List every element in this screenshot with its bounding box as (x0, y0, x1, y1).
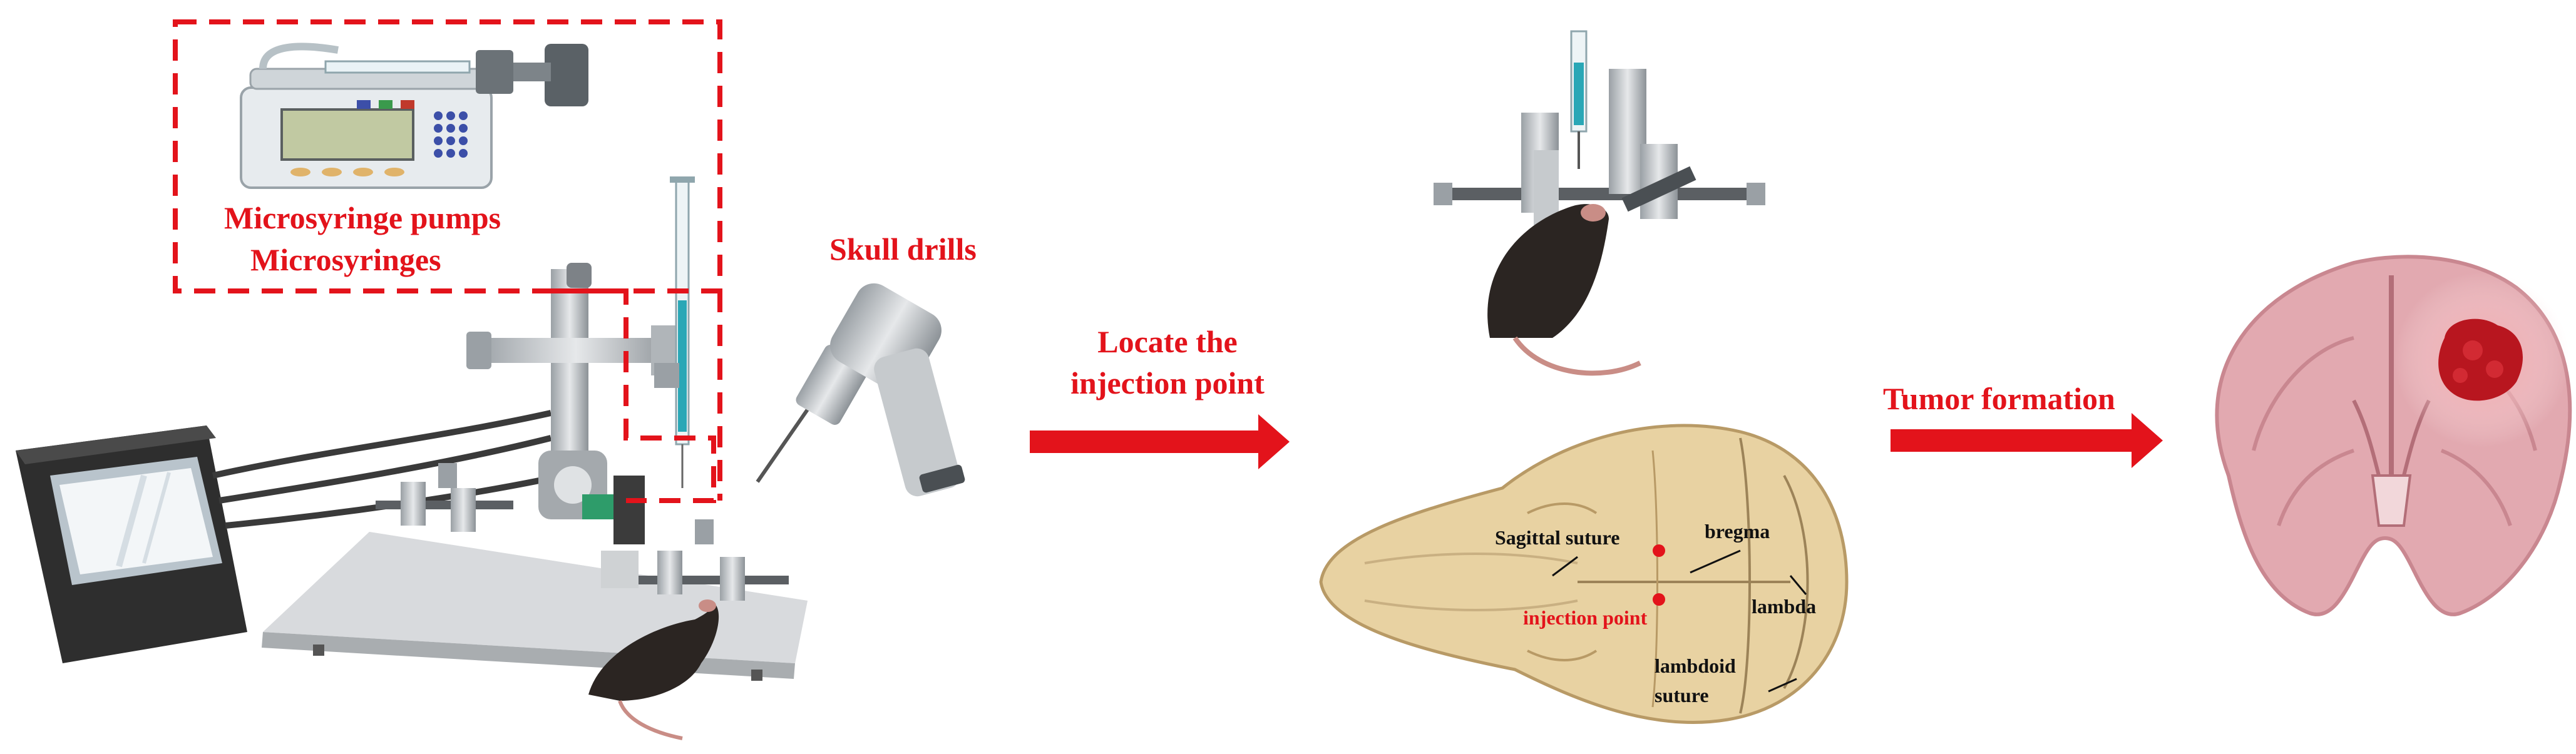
ear-bar-left (376, 463, 513, 532)
label-injection-point-skull: injection point (1523, 606, 1648, 629)
base-platform (262, 532, 808, 681)
mouse-icon (588, 599, 719, 740)
label-injection-point-step: injection point (1070, 365, 1265, 400)
stereotaxic-frame-mouse (1434, 30, 1765, 376)
syringe-pump-icon (240, 43, 588, 189)
label-microsyringe-pumps: Microsyringe pumps (224, 200, 501, 235)
microsyringe-icon (654, 176, 695, 488)
label-locate-the: Locate the (1097, 324, 1238, 359)
label-lambda: lambda (1752, 595, 1817, 618)
arrow-tumor-formation (1891, 413, 2163, 468)
label-skull-drills: Skull drills (829, 232, 977, 267)
label-bregma: bregma (1705, 520, 1770, 543)
syringe-highlight-box (551, 288, 722, 503)
arrow-locate-injection (1030, 414, 1290, 469)
stereotaxic-apparatus (16, 176, 808, 740)
label-microsyringes: Microsyringes (250, 242, 441, 277)
pump-highlight-box (173, 19, 722, 293)
label-suture: suture (1655, 684, 1709, 706)
label-sagittal-suture: Sagittal suture (1495, 526, 1620, 549)
skull-top-view (1319, 424, 1849, 725)
label-lambdoid: lambdoid (1655, 655, 1736, 677)
ear-bar-right (626, 519, 789, 601)
brain-section-icon (2215, 255, 2572, 616)
control-box-icon (16, 425, 247, 663)
skull-drill-icon (756, 283, 965, 497)
label-tumor-formation: Tumor formation (1883, 381, 2115, 416)
